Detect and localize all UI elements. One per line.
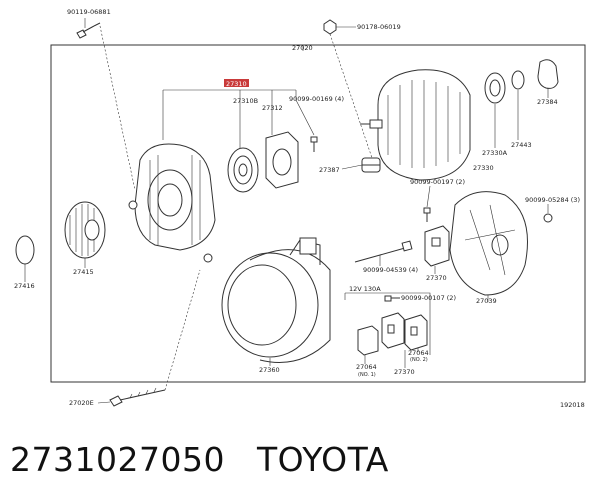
screw-90099-00169	[311, 137, 317, 152]
label-27064-no1-sub: (NO. 1)	[358, 372, 376, 378]
bracket-12v130a	[345, 292, 431, 355]
label-27310b: 27310B	[233, 97, 258, 105]
rear-cover-27039	[450, 192, 528, 295]
stator-27360	[222, 238, 330, 363]
label-27416: 27416	[14, 282, 35, 290]
label-27064-no1: 27064	[356, 363, 377, 371]
bolt-90119-06881	[77, 23, 100, 38]
drive-end-frame	[129, 144, 215, 262]
regulator-27370-top	[425, 226, 449, 266]
pulley-27415	[65, 202, 105, 258]
cap-27416	[16, 236, 34, 264]
label-90099-00169: 90099-00169 (4)	[289, 95, 344, 103]
label-90178-06019: 90178-06019	[357, 23, 401, 31]
dash-bolt-bottom	[165, 270, 200, 390]
part-footer: 2731027050 TOYOTA	[10, 436, 389, 482]
label-90099-04539: 90099-04539 (4)	[363, 266, 418, 274]
label-27020e: 27020E	[69, 399, 94, 407]
bolt-90099-04539	[355, 241, 412, 262]
ring-27443	[512, 71, 524, 89]
bearing-27310b	[228, 148, 258, 192]
rotor-27330	[360, 70, 470, 180]
label-27370-bottom: 27370	[394, 368, 415, 376]
label-27443: 27443	[511, 141, 532, 149]
label-27064-no2-sub: (NO. 2)	[410, 357, 428, 363]
label-27370-top: 27370	[426, 274, 447, 282]
label-90099-05284: 90099-05284 (3)	[525, 196, 580, 204]
cover-27384	[538, 60, 558, 89]
label-27020: 27020	[292, 44, 313, 52]
highlight-27310	[224, 79, 249, 87]
label-192018: 192018	[560, 401, 585, 409]
bearing-27330a	[485, 73, 505, 103]
collar-27387	[362, 158, 380, 172]
part-number: 2731027050	[10, 439, 225, 479]
label-27310: 27310	[226, 80, 247, 88]
label-90099-00107: 90099-00107 (2)	[401, 294, 456, 302]
dash-nut-top	[330, 34, 372, 158]
label-27330: 27330	[473, 164, 494, 172]
nut-90178-06019	[324, 20, 336, 34]
label-27330a: 27330A	[482, 149, 508, 157]
label-27039: 27039	[476, 297, 497, 305]
diagram-frame	[51, 45, 585, 382]
nut-90099-05284	[544, 214, 552, 222]
label-27360: 27360	[259, 366, 280, 374]
retainer-27312	[266, 132, 298, 188]
alternator-exploded-diagram: 90119-06881 90178-06019 27020 27310 2731…	[14, 8, 600, 409]
label-27064-no2: 27064	[408, 349, 429, 357]
screw-90099-00107	[385, 296, 400, 301]
label-27387: 27387	[319, 166, 340, 174]
label-27312: 27312	[262, 104, 283, 112]
label-90119-06881: 90119-06881	[67, 8, 111, 16]
bolt-27020e	[110, 388, 165, 406]
brush-holder-group	[358, 313, 427, 355]
brand-name: TOYOTA	[256, 439, 389, 479]
label-12v-130a: 12V 130A	[349, 285, 381, 293]
label-27384: 27384	[537, 98, 558, 106]
screw-90099-00197	[424, 208, 430, 222]
dash-bolt-top	[100, 26, 135, 190]
label-27415: 27415	[73, 268, 94, 276]
label-90099-00197: 90099-00197 (2)	[410, 178, 465, 186]
